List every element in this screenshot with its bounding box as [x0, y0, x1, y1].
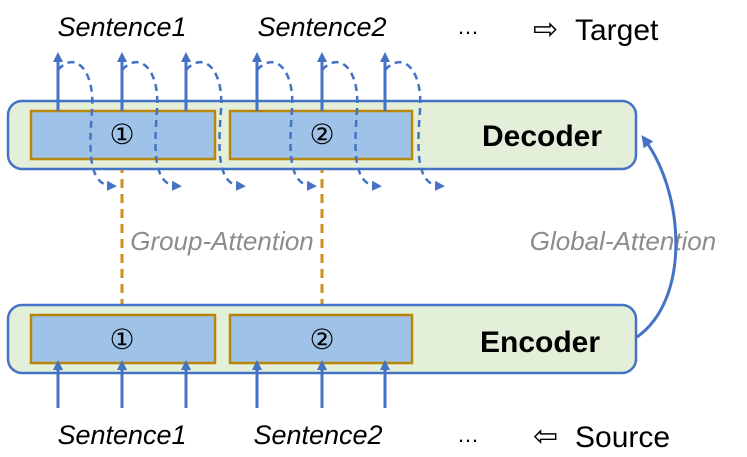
decoder-segment-1 — [29, 109, 217, 161]
encoder-input-arrows — [53, 360, 390, 408]
source-ellipsis: … — [457, 422, 479, 447]
feedback-loop — [321, 61, 382, 191]
target-ellipsis: … — [457, 14, 479, 39]
target-sentence1-label: Sentence1 — [57, 12, 186, 42]
decoder-label: Decoder — [482, 120, 602, 153]
decoder-segment-1-label: ① — [109, 119, 134, 150]
feedback-loop — [185, 61, 246, 191]
target-sentence2-label: Sentence2 — [257, 12, 386, 42]
encoder-label: Encoder — [480, 326, 600, 359]
feedback-loop — [256, 61, 317, 191]
target-arrow-icon: ⇨ — [533, 13, 558, 46]
feedback-loop — [384, 61, 445, 191]
global-attention-label: Global-Attention — [530, 226, 716, 256]
target-label: Target — [575, 14, 659, 47]
encoder-segment-2-label: ② — [309, 324, 334, 355]
source-label: Source — [575, 421, 670, 454]
source-sentence2-label: Sentence2 — [253, 420, 382, 450]
global-attention-arrow — [636, 135, 678, 339]
decoder-segment-2-label: ② — [309, 119, 334, 150]
feedback-loop — [121, 61, 182, 191]
feedback-loop — [57, 61, 117, 191]
source-arrow-icon: ⇦ — [533, 420, 558, 453]
encoder-segment-1-label: ① — [109, 324, 134, 355]
decoder-output-arrows — [53, 52, 390, 111]
encoder-segment-1 — [29, 313, 217, 365]
encoder-segment-2 — [228, 313, 414, 365]
autoregressive-loops — [57, 61, 445, 191]
source-sentence1-label: Sentence1 — [57, 420, 186, 450]
group-attention-label: Group-Attention — [130, 226, 314, 256]
